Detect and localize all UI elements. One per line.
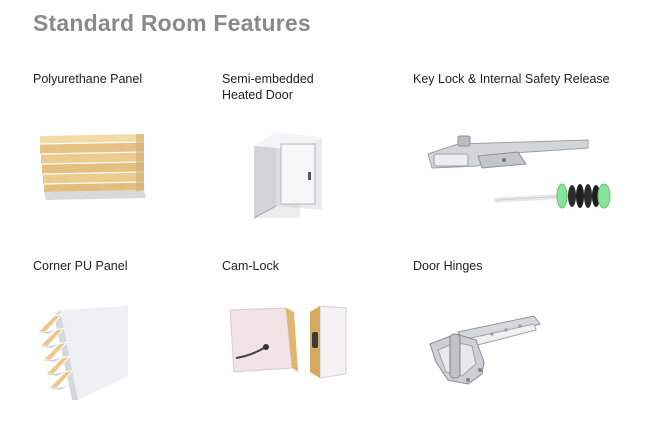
door-hinge-icon [429, 315, 541, 385]
feature-label-cam-lock: Cam-Lock [222, 259, 279, 273]
feature-label-door-hinges: Door Hinges [413, 259, 483, 273]
pu-panel-stack-icon [39, 134, 146, 200]
feature-label-heated-door: Semi-embedded Heated Door [222, 71, 314, 103]
cam-lock-panel-icon [229, 305, 347, 379]
key-lock-safety-release-icon [427, 135, 611, 209]
feature-label-polyurethane-panel: Polyurethane Panel [33, 72, 143, 86]
page-title: Standard Room Features [33, 10, 311, 36]
feature-label-key-lock: Key Lock & Internal Safety Release [413, 72, 610, 86]
cold-room-door-icon [253, 132, 322, 219]
feature-label-heated-door-line2: Heated Door [222, 88, 293, 102]
corner-panel-icon [36, 306, 128, 400]
feature-label-corner-pu-panel: Corner PU Panel [33, 259, 128, 273]
feature-label-heated-door-line1: Semi-embedded [222, 72, 314, 86]
